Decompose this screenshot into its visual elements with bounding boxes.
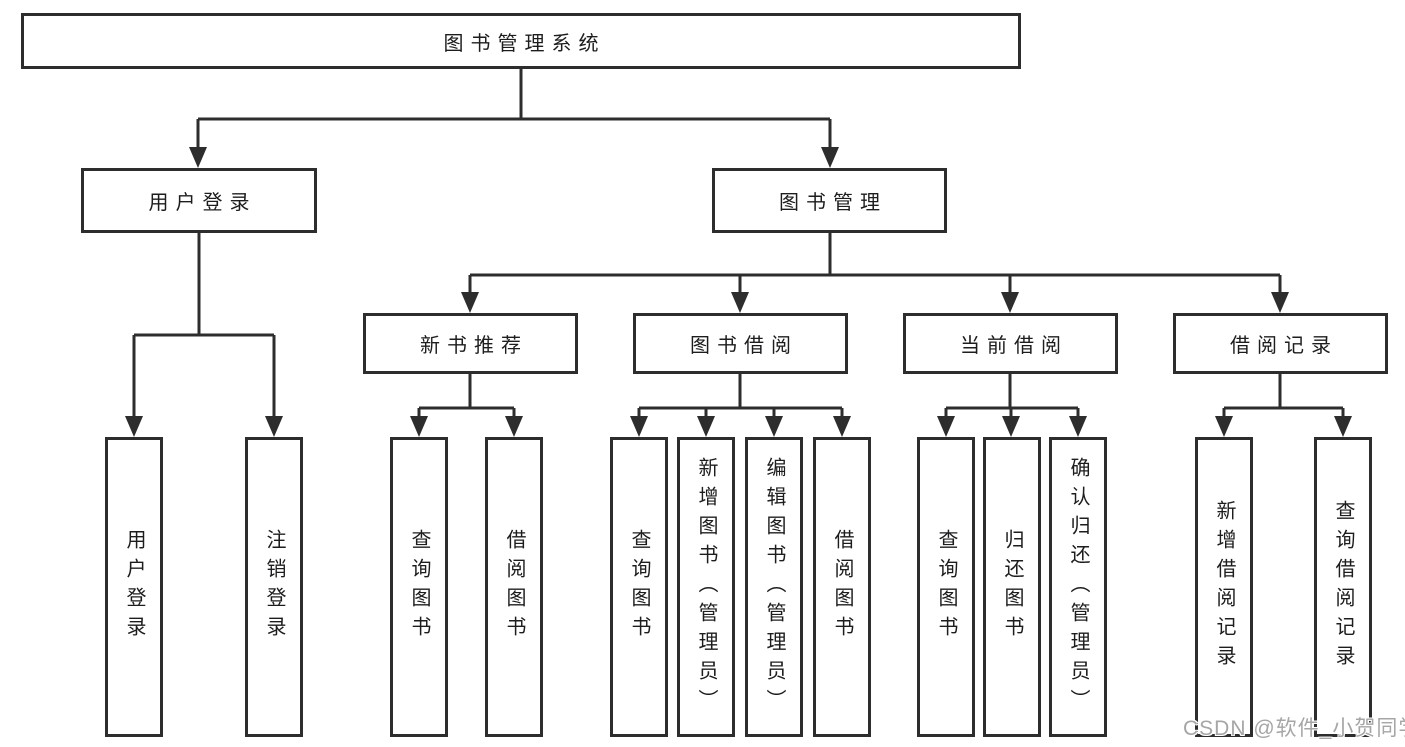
arrowhead-icon <box>630 416 648 437</box>
node-library-management-system: 图书管理系统 <box>21 13 1021 69</box>
node-label: 图书管理 <box>779 192 887 214</box>
node-label: 图书借阅 <box>690 335 798 357</box>
connector-path-book-management <box>468 233 1282 294</box>
node-user-login: 用户登录 <box>81 168 317 233</box>
arrowhead-icon <box>1001 292 1019 313</box>
node-label: 归还图书 <box>1001 529 1023 645</box>
arrowhead-icon <box>265 416 283 437</box>
arrowhead-icon <box>731 292 749 313</box>
node-label: 图书管理系统 <box>443 32 606 55</box>
arrowhead-icon <box>1069 416 1087 437</box>
leaf-add-borrow-record: 新增借阅记录 <box>1195 437 1253 737</box>
arrowhead-icon <box>697 416 715 437</box>
node-label: 新书推荐 <box>420 335 528 357</box>
node-label: 新增图书（管理员） <box>695 456 717 718</box>
node-new-book-recommendation: 新书推荐 <box>363 313 578 374</box>
node-label: 借阅记录 <box>1230 335 1338 357</box>
leaf-search-books-current: 查询图书 <box>917 437 975 737</box>
node-label: 借阅图书 <box>831 529 853 645</box>
node-label: 新增借阅记录 <box>1213 500 1235 674</box>
node-borrowing-records: 借阅记录 <box>1173 313 1388 374</box>
leaf-confirm-return-admin: 确认归还（管理员） <box>1049 437 1107 737</box>
node-book-management: 图书管理 <box>712 168 947 233</box>
arrowhead-icon <box>821 147 839 168</box>
node-label: 用户登录 <box>123 529 145 645</box>
leaf-search-books-recommend: 查询图书 <box>390 437 448 737</box>
node-label: 查询图书 <box>408 529 430 645</box>
connector-path-root <box>196 69 832 149</box>
node-label: 注销登录 <box>263 529 285 645</box>
node-label: 查询图书 <box>628 529 650 645</box>
connector-path-book-borrowing <box>637 374 844 418</box>
arrowhead-group <box>125 147 1352 437</box>
arrowhead-icon <box>125 416 143 437</box>
arrowhead-icon <box>937 416 955 437</box>
csdn-watermark: CSDN @软件_小贺同学 <box>1183 717 1405 740</box>
arrowhead-icon <box>1002 416 1020 437</box>
arrowhead-icon <box>1215 416 1233 437</box>
node-book-borrowing: 图书借阅 <box>633 313 848 374</box>
arrowhead-icon <box>505 416 523 437</box>
arrowhead-icon <box>1271 292 1289 313</box>
connector-path-borrow-records <box>1222 374 1345 418</box>
node-label: 查询借阅记录 <box>1332 500 1354 674</box>
leaf-edit-books-admin: 编辑图书（管理员） <box>745 437 803 737</box>
leaf-search-borrow-record: 查询借阅记录 <box>1314 437 1372 737</box>
connector-path-new-book <box>417 374 516 418</box>
node-label: 编辑图书（管理员） <box>763 456 785 718</box>
leaf-user-login: 用户登录 <box>105 437 163 737</box>
leaf-return-books: 归还图书 <box>983 437 1041 737</box>
arrowhead-icon <box>189 147 207 168</box>
node-label: 确认归还（管理员） <box>1067 456 1089 718</box>
connector-group <box>132 69 1345 418</box>
arrowhead-icon <box>765 416 783 437</box>
node-label: 查询图书 <box>935 529 957 645</box>
leaf-logout: 注销登录 <box>245 437 303 737</box>
leaf-search-books-borrowing: 查询图书 <box>610 437 668 737</box>
node-label: 当前借阅 <box>960 335 1068 357</box>
node-current-borrowing: 当前借阅 <box>903 313 1118 374</box>
arrowhead-icon <box>410 416 428 437</box>
arrowhead-icon <box>833 416 851 437</box>
node-label: 借阅图书 <box>503 529 525 645</box>
connector-path-user-login <box>132 233 276 418</box>
leaf-add-books-admin: 新增图书（管理员） <box>677 437 735 737</box>
node-label: 用户登录 <box>148 192 257 214</box>
connector-path-current-borrowing <box>944 374 1080 418</box>
arrowhead-icon <box>461 292 479 313</box>
leaf-borrow-books-borrowing: 借阅图书 <box>813 437 871 737</box>
arrowhead-icon <box>1334 416 1352 437</box>
leaf-borrow-books-recommend: 借阅图书 <box>485 437 543 737</box>
